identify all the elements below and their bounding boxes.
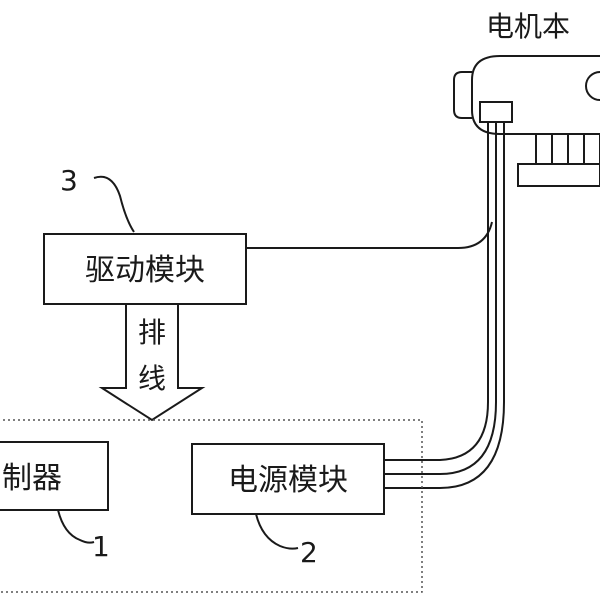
cable-arrow [98, 303, 206, 422]
motor-label: 电机本 [486, 10, 570, 43]
drive-module-box [43, 233, 247, 305]
cable-label-top: 排 [138, 316, 166, 349]
leader-2 [255, 513, 299, 550]
signal-line [246, 221, 493, 249]
leader-3 [93, 175, 135, 233]
cable-label-bottom: 线 [138, 362, 166, 395]
ref-number-3: 3 [60, 164, 78, 197]
power-module-label: 电源模块 [228, 463, 348, 498]
controller-box [0, 441, 109, 511]
leader-1 [57, 509, 95, 544]
control-enclosure [0, 419, 423, 593]
ref-number-2: 2 [300, 536, 318, 569]
power-module-box [191, 443, 385, 515]
motor-body [453, 55, 600, 187]
ref-number-1: 1 [92, 530, 110, 563]
controller-label: 制器 [2, 461, 62, 496]
power-wires [384, 122, 505, 489]
drive-module-label: 驱动模块 [85, 253, 205, 288]
